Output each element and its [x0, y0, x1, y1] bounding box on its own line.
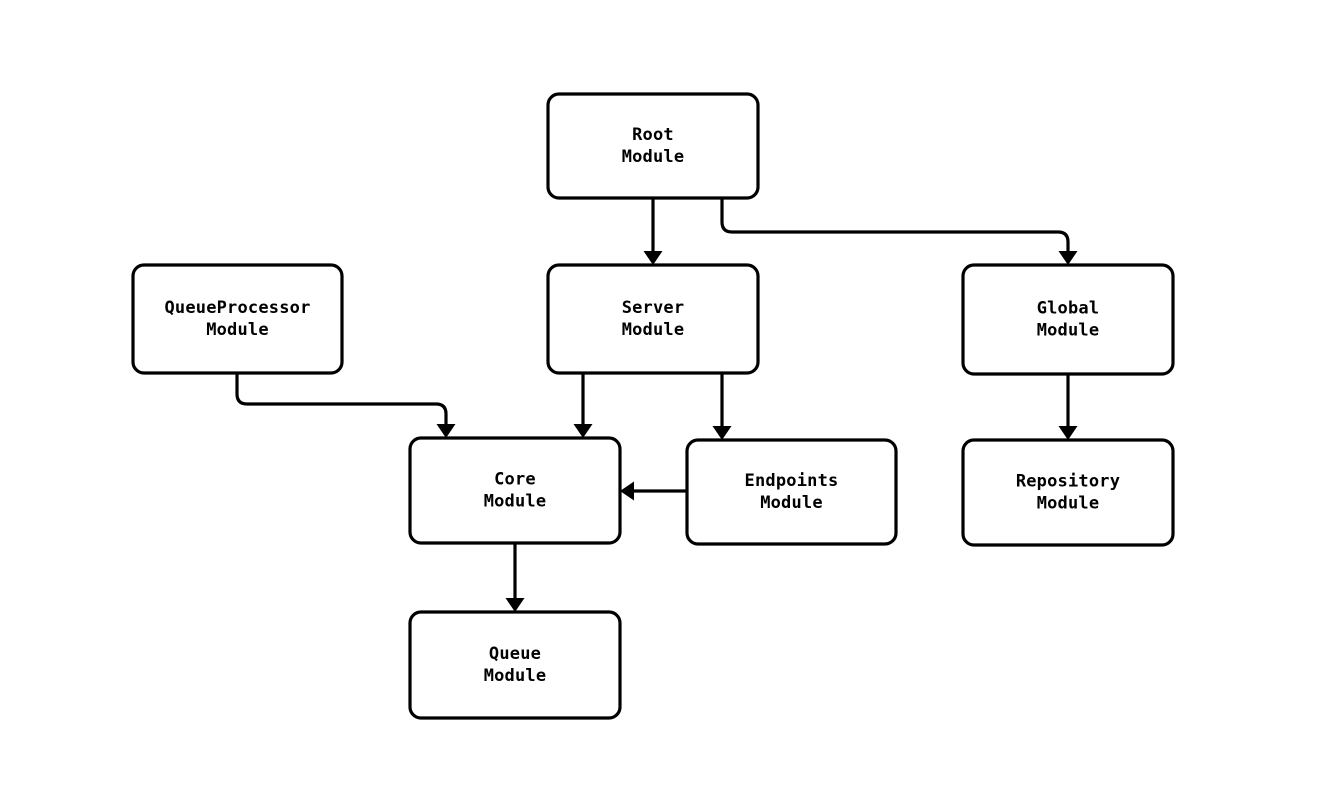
arrowhead-icon-queueprocessor-to-core	[436, 424, 456, 438]
edge-endpoints-to-core	[620, 481, 687, 501]
arrowhead-icon-server-to-endpoints	[712, 426, 732, 440]
edge-line-root-to-global	[720, 198, 1070, 252]
node-box-global[interactable]	[961, 263, 1175, 376]
arrowhead-icon-root-to-server	[643, 251, 663, 265]
arrowhead-icon-server-to-core	[573, 424, 593, 438]
node-box-endpoints[interactable]	[685, 438, 898, 546]
arrowhead-icon-root-to-global	[1058, 251, 1078, 265]
arrowhead-icon-core-to-queue	[505, 598, 525, 612]
node-box-queue[interactable]	[408, 610, 622, 720]
node-box-root[interactable]	[546, 92, 760, 200]
edge-queueprocessor-to-core	[235, 373, 456, 438]
node-box-core[interactable]	[408, 436, 622, 545]
arrowhead-icon-global-to-repository	[1058, 426, 1078, 440]
edge-core-to-queue	[505, 543, 525, 612]
node-box-server[interactable]	[546, 263, 760, 375]
edge-server-to-core	[573, 373, 593, 438]
node-box-repository[interactable]	[961, 438, 1175, 547]
arrowhead-icon-endpoints-to-core	[620, 481, 634, 501]
edge-line-queueprocessor-to-core	[235, 373, 448, 425]
node-box-queueprocessor[interactable]	[131, 263, 344, 375]
edge-global-to-repository	[1058, 374, 1078, 440]
edges-layer	[235, 198, 1078, 612]
edge-root-to-global	[720, 198, 1078, 265]
edge-root-to-server	[643, 198, 663, 265]
edge-server-to-endpoints	[712, 373, 732, 440]
